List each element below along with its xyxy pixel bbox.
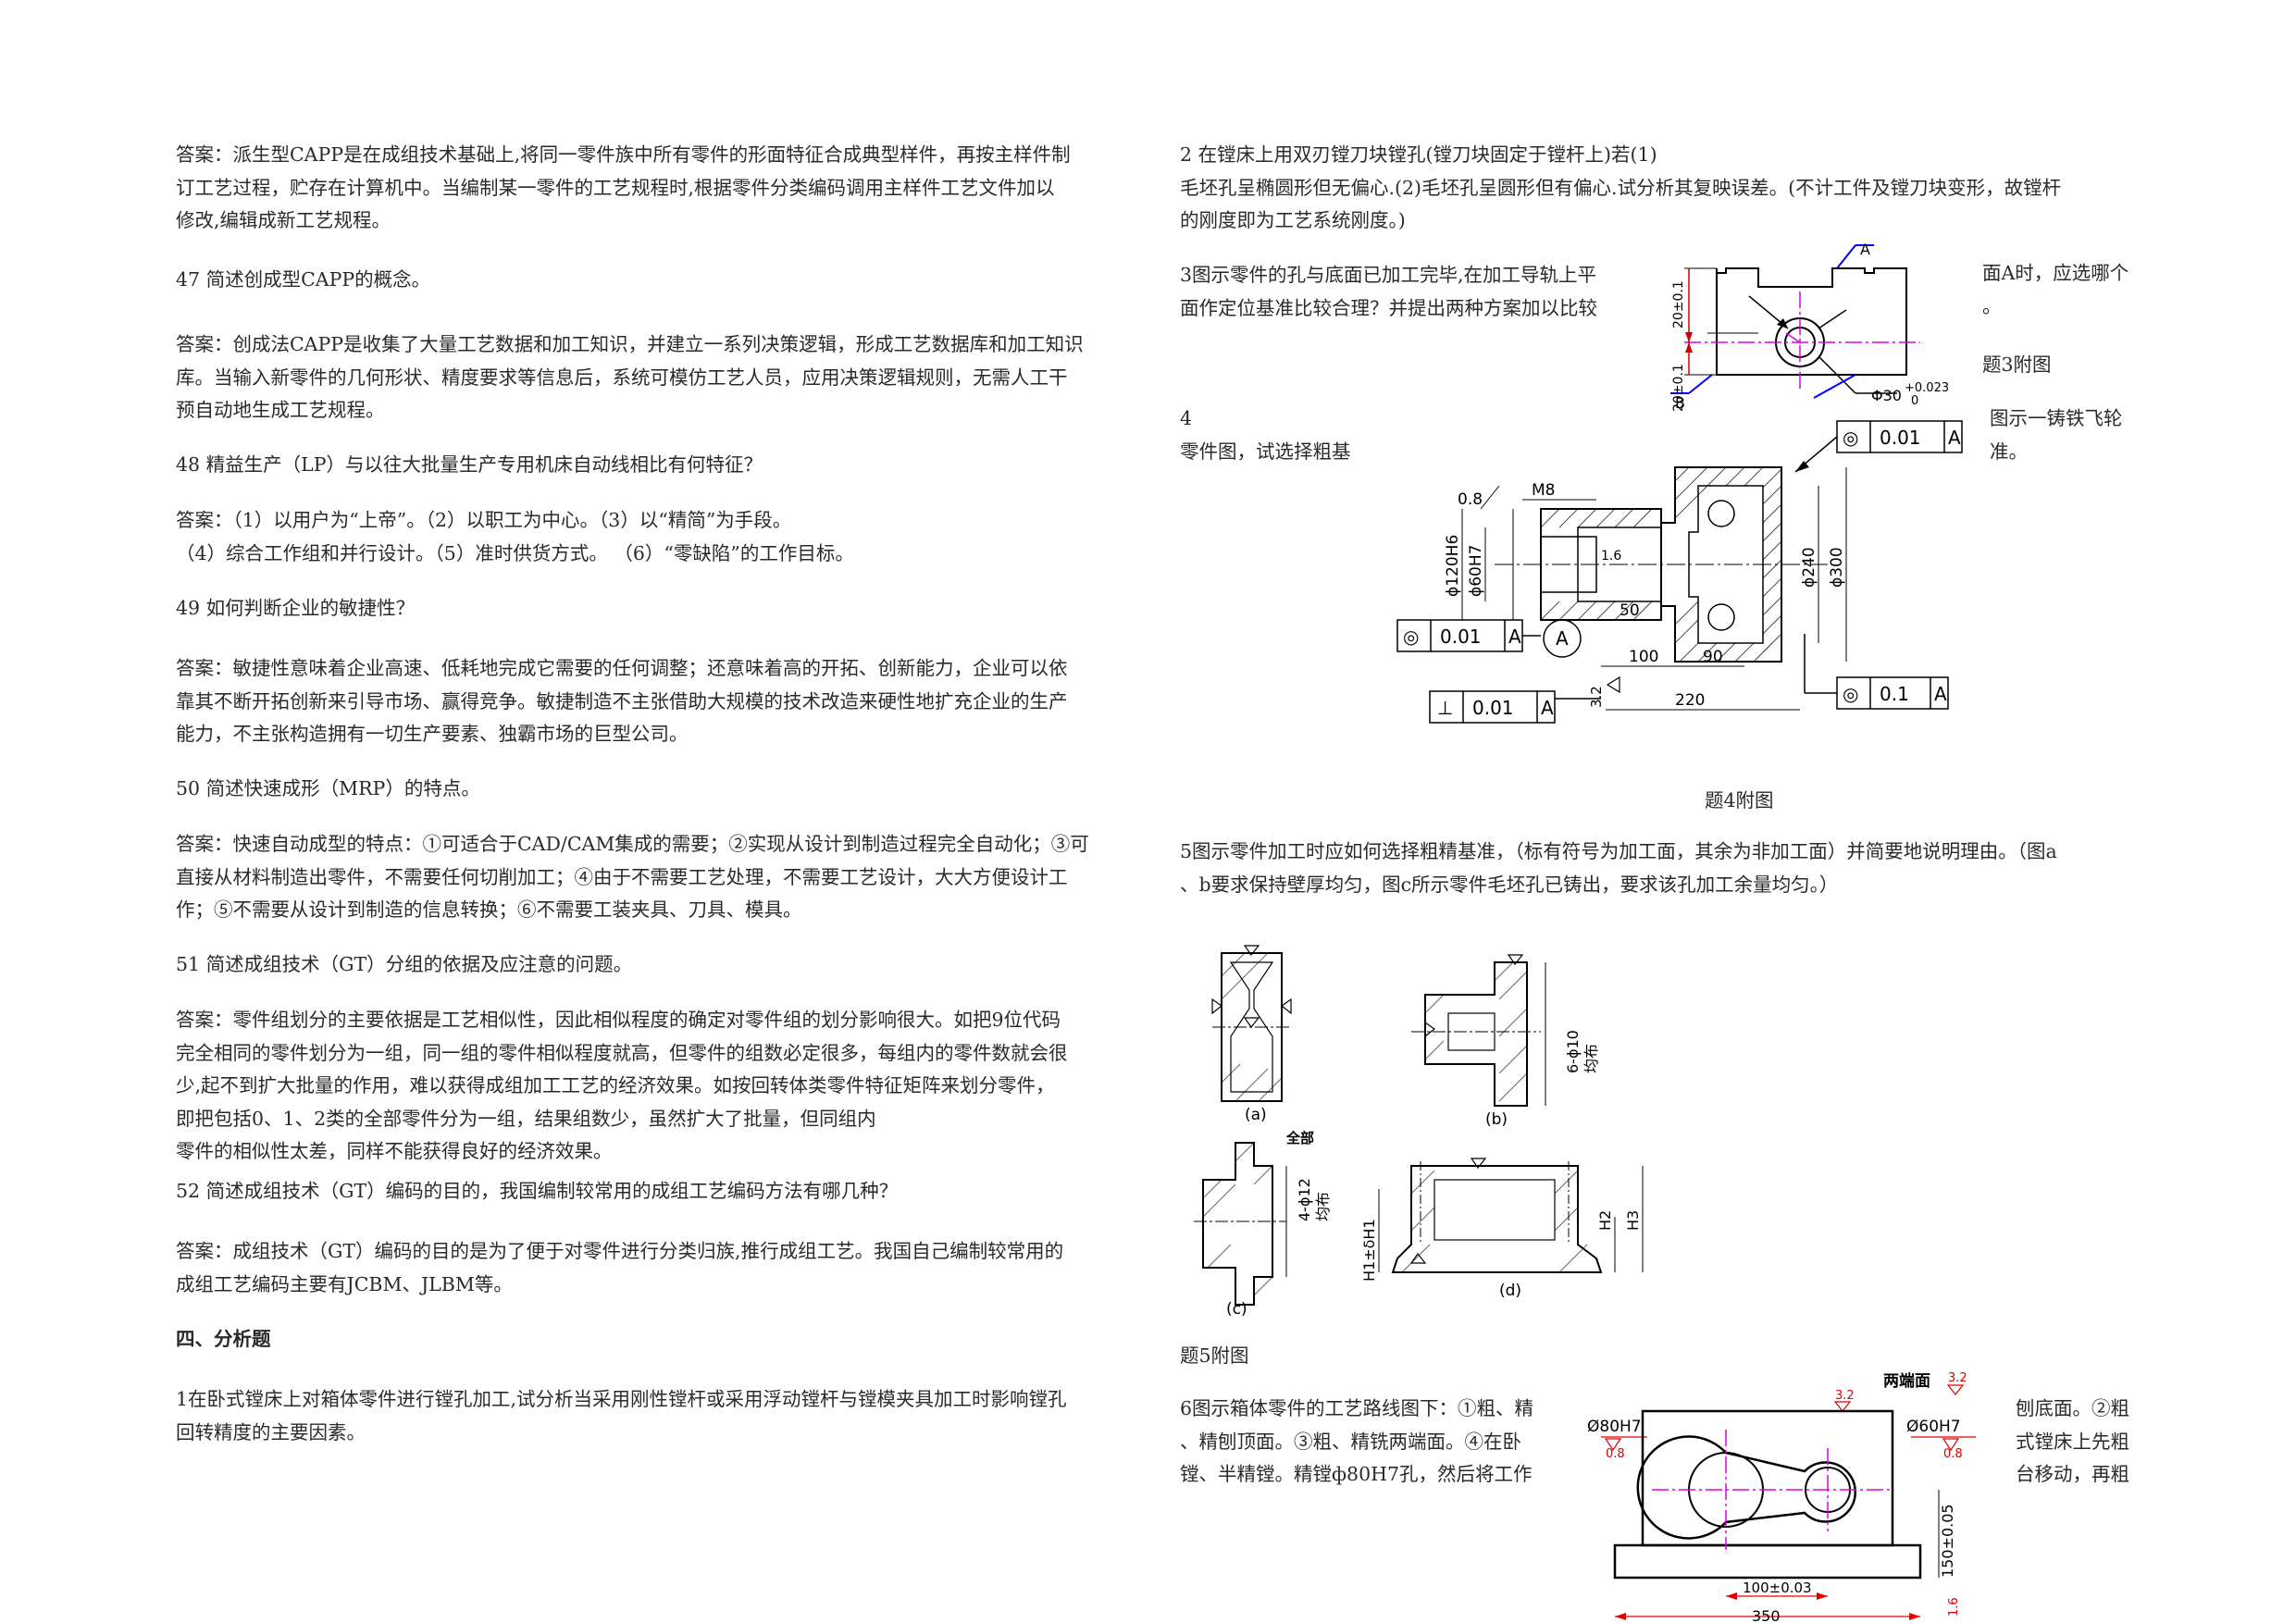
fig4-fcf-bottom-symbol: ⊥	[1437, 697, 1453, 719]
question-4-text-right: 图示一铸铁飞轮 准。	[1990, 407, 2123, 463]
fig4-dim-phi60: ϕ60H7	[1467, 545, 1485, 597]
figure-3-caption: 题3附图	[1982, 353, 2052, 376]
fig4-dim-m8: M8	[1532, 481, 1555, 500]
answer-52: 答案：成组技术（GT）编码的目的是为了便于对零件进行分类归族,推行成组工艺。我国…	[176, 1240, 1064, 1295]
fig3-dim-20-upper: 20±0.1	[1671, 280, 1686, 328]
fig4-datum-circle-a: A	[1556, 627, 1569, 650]
fig4-fcf-right-datum: A	[1934, 683, 1947, 705]
fig3-dim-tol-upper: +0.023	[1905, 381, 1949, 395]
fig4-fcf-left-datum: A	[1508, 626, 1521, 648]
fig3-dim-phi30: Φ30	[1871, 387, 1902, 404]
fig3-label-a: A	[1860, 241, 1870, 258]
fig5-note-c-holes: 4-ϕ12	[1296, 1178, 1313, 1221]
answer-48: 答案：（1）以用户为“上帝”。（2）以职工为中心。（3）以“精简”为手段。 （4…	[176, 509, 854, 564]
fig6-dim-phi60: Ø60H7	[1906, 1418, 1961, 1436]
fig6-roughness-top-left: 3.2	[1835, 1389, 1855, 1403]
fig4-fcf-top-datum: A	[1948, 427, 1961, 449]
fig5-note-b-holes: 6-ϕ10	[1564, 1030, 1582, 1073]
fig4-dim-50: 50	[1620, 601, 1640, 620]
fig3-dim-20-lower: 20±0.1	[1671, 364, 1686, 412]
answer-51: 答案：零件组划分的主要依据是工艺相似性，因此相似程度的确定对零件组的划分影响很大…	[176, 1009, 1068, 1162]
fig3-dim-tol-lower: 0	[1911, 394, 1918, 408]
fig4-dim-1-6: 1.6	[1601, 549, 1621, 564]
question-4-text: 4 零件图，试选择粗基	[1180, 407, 1351, 463]
fig6-roughness-right: 0.8	[1943, 1447, 1963, 1461]
fig5-note-b-uniform: 均布	[1582, 1044, 1600, 1073]
fig5d-drawing: H1±δH1 H2 H3 (d)	[1360, 1158, 1644, 1300]
analysis-question-1: 1在卧式镗床上对箱体零件进行镗孔加工,试分析当采用刚性镗杆或采用浮动镗杆与镗模夹…	[176, 1388, 1067, 1443]
question-52: 52 简述成组技术（GT）编码的目的，我国编制较常用的成组工艺编码方法有哪几种？	[176, 1180, 899, 1202]
fig6-roughness-bottom: 1.6	[1947, 1597, 1961, 1617]
figure-5-caption: 题5附图	[1180, 1344, 1249, 1367]
fig4-dim-220: 220	[1675, 691, 1705, 710]
fig6-dim-center: 100±0.03	[1743, 1580, 1812, 1596]
section-heading-analysis: 四、分析题	[176, 1328, 271, 1350]
fig4-dim-90: 90	[1703, 648, 1723, 666]
fig6-roughness-left: 0.8	[1606, 1447, 1625, 1461]
fig6-roughness-top-right: 3.2	[1948, 1371, 1967, 1385]
fig4-dim-3-2: 3.2	[1588, 686, 1605, 708]
question-50: 50 简述快速成形（MRP）的特点。	[176, 777, 480, 799]
fig6-dim-phi80: Ø80H7	[1587, 1418, 1642, 1436]
fig5-note-c-uniform: 均布	[1314, 1192, 1332, 1221]
fig4-dim-phi120: ϕ120H6	[1444, 535, 1462, 597]
fig4-fcf-bottom-value: 0.01	[1472, 697, 1514, 719]
fig5-label-d: (d)	[1499, 1282, 1521, 1300]
fig6-dim-150: 150±0.05	[1939, 1504, 1956, 1578]
fig5c-drawing: 4-ϕ12 均布 全部 (c)	[1194, 1130, 1332, 1319]
answer-47: 答案：创成法CAPP是收集了大量工艺数据和加工知识，并建立一系列决策逻辑，形成工…	[176, 333, 1084, 421]
fig3-label-b: B	[1675, 394, 1685, 412]
figure-5-drawing: (a) 6-ϕ10 均布 (b) 4-ϕ12 均布 全部 (c)	[1194, 945, 1644, 1319]
question-6-text: 6图示箱体零件的工艺路线图下：①粗、精 、精刨顶面。③粗、精铣两端面。④在卧 镗…	[1180, 1397, 1534, 1485]
figure-4-caption: 题4附图	[1705, 789, 1774, 812]
fig4-fcf-right-symbol: ◎	[1843, 683, 1858, 705]
fig5-dim-h3: H3	[1624, 1210, 1642, 1231]
question-6-text-right: 刨底面。②粗 式镗床上先粗 台移动，再粗	[2016, 1397, 2129, 1485]
question-49: 49 如何判断企业的敏捷性？	[176, 597, 416, 619]
figure-4-drawing: ◎ 0.01 A ϕ120H6 ϕ60H7 0.8 M8 1.6	[1396, 420, 1963, 724]
fig4-fcf-top-value: 0.01	[1880, 427, 1921, 449]
fig5-dim-h2: H2	[1596, 1210, 1614, 1231]
question-2: 2 在镗床上用双刃镗刀块镗孔(镗刀块固定于镗杆上)若(1) 毛坯孔呈椭圆形但无偏…	[1180, 143, 2062, 231]
fig6-label-end-faces: 两端面	[1883, 1371, 1930, 1391]
answer-49: 答案：敏捷性意味着企业高速、低耗地完成它需要的任何调整；还意味着高的开拓、创新能…	[176, 657, 1068, 745]
question-51: 51 简述成组技术（GT）分组的依据及应注意的问题。	[176, 953, 633, 975]
fig4-dim-phi240: ϕ240	[1800, 547, 1818, 588]
question-3-text-right: 面A时，应选哪个 。	[1982, 262, 2129, 317]
fig5-label-b: (b)	[1485, 1110, 1508, 1129]
question-48: 48 精益生产（LP）与以往大批量生产专用机床自动线相比有何特征？	[176, 453, 763, 476]
fig5a-drawing: (a)	[1211, 945, 1292, 1124]
fig4-fcf-right-value: 0.1	[1880, 683, 1909, 705]
fig4-fcf-top-symbol: ◎	[1843, 427, 1858, 449]
fig4-fcf-bottom-datum: A	[1541, 697, 1554, 719]
figure-3-drawing: A B 20±0.1 20±0.1 Φ30 +0.023 0	[1670, 241, 1949, 412]
figure-6-drawing: 两端面 3.2 3.2 Ø80H7 0.8 Ø60H7 0.8 150±0.05…	[1587, 1371, 1976, 1623]
question-5: 5图示零件加工时应如何选择粗精基准，（标有符号为加工面，其余为非加工面）并简要地…	[1180, 840, 2057, 896]
question-3-text: 3图示零件的孔与底面已加工完毕,在加工导轨上平 面作定位基准比较合理？并提出两种…	[1180, 264, 1597, 319]
fig6-dim-350: 350	[1752, 1607, 1781, 1623]
question-47: 47 简述创成型CAPP的概念。	[176, 268, 431, 291]
fig5-label-c: (c)	[1226, 1300, 1247, 1319]
fig4-fcf-left-symbol: ◎	[1403, 626, 1419, 648]
fig4-dim-100: 100	[1629, 648, 1658, 666]
answer-50: 答案：快速自动成型的特点：①可适合于CAD/CAM集成的需要；②实现从设计到制造…	[176, 833, 1089, 921]
fig5b-drawing: 6-ϕ10 均布 (b)	[1411, 954, 1600, 1129]
fig4-dim-0-8: 0.8	[1458, 490, 1483, 509]
fig5-label-a: (a)	[1245, 1106, 1267, 1124]
fig4-dim-phi300: ϕ300	[1828, 547, 1846, 588]
answer-46: 答案：派生型CAPP是在成组技术基础上,将同一零件族中所有零件的形面特征合成典型…	[176, 143, 1071, 231]
fig4-fcf-left-value: 0.01	[1440, 626, 1482, 648]
fig5-note-c-all: 全部	[1285, 1130, 1314, 1146]
fig5-dim-h1: H1±δH1	[1360, 1219, 1378, 1282]
